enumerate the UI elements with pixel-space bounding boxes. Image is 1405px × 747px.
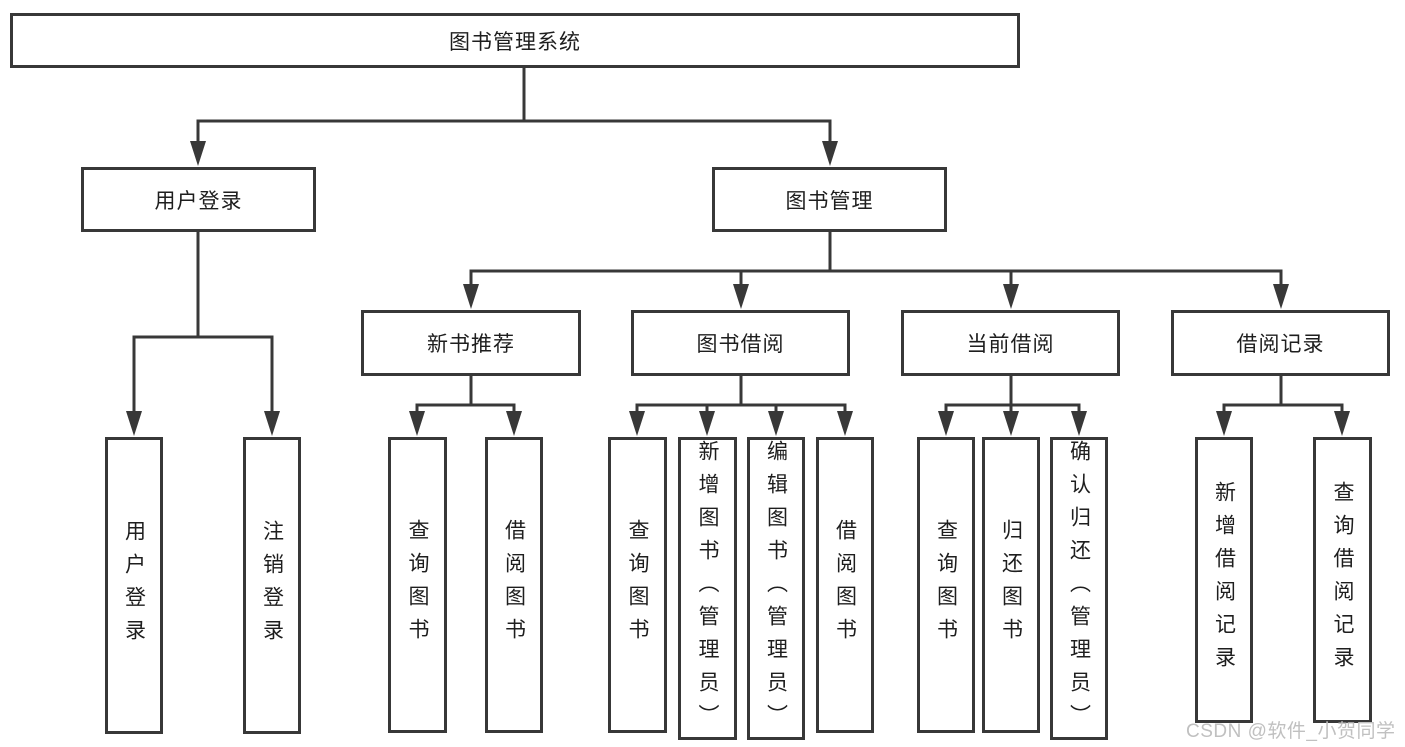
node-current-borrowing-label: 当前借阅 bbox=[966, 333, 1055, 356]
leaf-br-query-record-label: 查询借阅记录 bbox=[1331, 481, 1354, 679]
leaf-user-login: 用户登录 bbox=[105, 437, 163, 734]
leaf-br-query-record: 查询借阅记录 bbox=[1313, 437, 1372, 723]
leaf-bb-borrow-books: 借阅图书 bbox=[816, 437, 874, 733]
leaf-user-login-label: 用户登录 bbox=[122, 519, 146, 652]
node-current-borrowing: 当前借阅 bbox=[901, 310, 1120, 376]
leaf-br-add-record-label: 新增借阅记录 bbox=[1212, 481, 1236, 679]
node-root-system-label: 图书管理系统 bbox=[449, 30, 581, 54]
leaf-cb-return-books: 归还图书 bbox=[982, 437, 1040, 733]
node-book-management-branch: 图书管理 bbox=[712, 167, 947, 232]
leaf-bb-edit-books-admin: 编辑图书（管理员） bbox=[747, 437, 805, 740]
arrowheads-currentborrow-leaves bbox=[938, 411, 1087, 436]
node-borrowing-records: 借阅记录 bbox=[1171, 310, 1390, 376]
connector-newbookrec-to-leaves bbox=[415, 376, 516, 417]
arrowheads-newbookrec-leaves bbox=[409, 411, 522, 436]
leaf-cb-confirm-return-admin: 确认归还（管理员） bbox=[1050, 437, 1108, 740]
leaf-logout-label: 注销登录 bbox=[260, 519, 284, 652]
connector-arrowheads bbox=[126, 141, 1350, 436]
arrowheads-bookborrow-leaves bbox=[629, 411, 853, 436]
arrowheads-level2 bbox=[190, 141, 838, 166]
leaf-cb-return-books-label: 归还图书 bbox=[999, 519, 1023, 651]
connector-bookmgmt-to-level3 bbox=[469, 232, 1283, 289]
node-borrowing-records-label: 借阅记录 bbox=[1236, 333, 1325, 356]
connector-root-to-level2 bbox=[196, 68, 832, 146]
leaf-cb-confirm-return-admin-label: 确认归还（管理员） bbox=[1067, 440, 1091, 737]
leaf-rec-borrow-books: 借阅图书 bbox=[485, 437, 543, 733]
node-book-management-branch-label: 图书管理 bbox=[785, 189, 874, 213]
leaf-bb-query-books-label: 查询图书 bbox=[626, 519, 649, 651]
connector-borrowrecords-to-leaves bbox=[1222, 376, 1344, 417]
leaf-rec-borrow-books-label: 借阅图书 bbox=[502, 519, 526, 651]
leaf-cb-query-books: 查询图书 bbox=[917, 437, 975, 733]
leaf-br-add-record: 新增借阅记录 bbox=[1195, 437, 1253, 723]
node-user-login-branch-label: 用户登录 bbox=[154, 189, 243, 213]
connector-strokes bbox=[132, 68, 1344, 417]
node-new-book-recommendation: 新书推荐 bbox=[361, 310, 581, 376]
node-root-system: 图书管理系统 bbox=[10, 13, 1020, 68]
leaf-bb-add-books-admin: 新增图书（管理员） bbox=[678, 437, 737, 740]
leaf-cb-query-books-label: 查询图书 bbox=[934, 519, 958, 651]
leaf-rec-query-books: 查询图书 bbox=[388, 437, 447, 733]
connector-bookborrow-to-leaves bbox=[635, 376, 847, 417]
connector-userlogin-to-leaves bbox=[132, 232, 274, 416]
leaf-logout: 注销登录 bbox=[243, 437, 301, 734]
arrowheads-borrowrecords-leaves bbox=[1216, 411, 1350, 436]
arrowheads-userlogin-leaves bbox=[126, 411, 280, 436]
leaf-bb-add-books-admin-label: 新增图书（管理员） bbox=[696, 440, 719, 737]
node-user-login-branch: 用户登录 bbox=[81, 167, 316, 232]
node-new-book-recommendation-label: 新书推荐 bbox=[427, 333, 515, 356]
leaf-bb-query-books: 查询图书 bbox=[608, 437, 667, 733]
csdn-watermark: CSDN @软件_小贺同学 bbox=[1186, 721, 1396, 742]
connector-currentborrow-to-leaves bbox=[944, 376, 1081, 417]
leaf-bb-edit-books-admin-label: 编辑图书（管理员） bbox=[764, 440, 788, 737]
node-book-borrowing-label: 图书借阅 bbox=[696, 333, 785, 356]
leaf-rec-query-books-label: 查询图书 bbox=[406, 519, 429, 651]
node-book-borrowing: 图书借阅 bbox=[631, 310, 850, 376]
arrowheads-level3 bbox=[463, 284, 1289, 309]
leaf-bb-borrow-books-label: 借阅图书 bbox=[833, 519, 857, 651]
